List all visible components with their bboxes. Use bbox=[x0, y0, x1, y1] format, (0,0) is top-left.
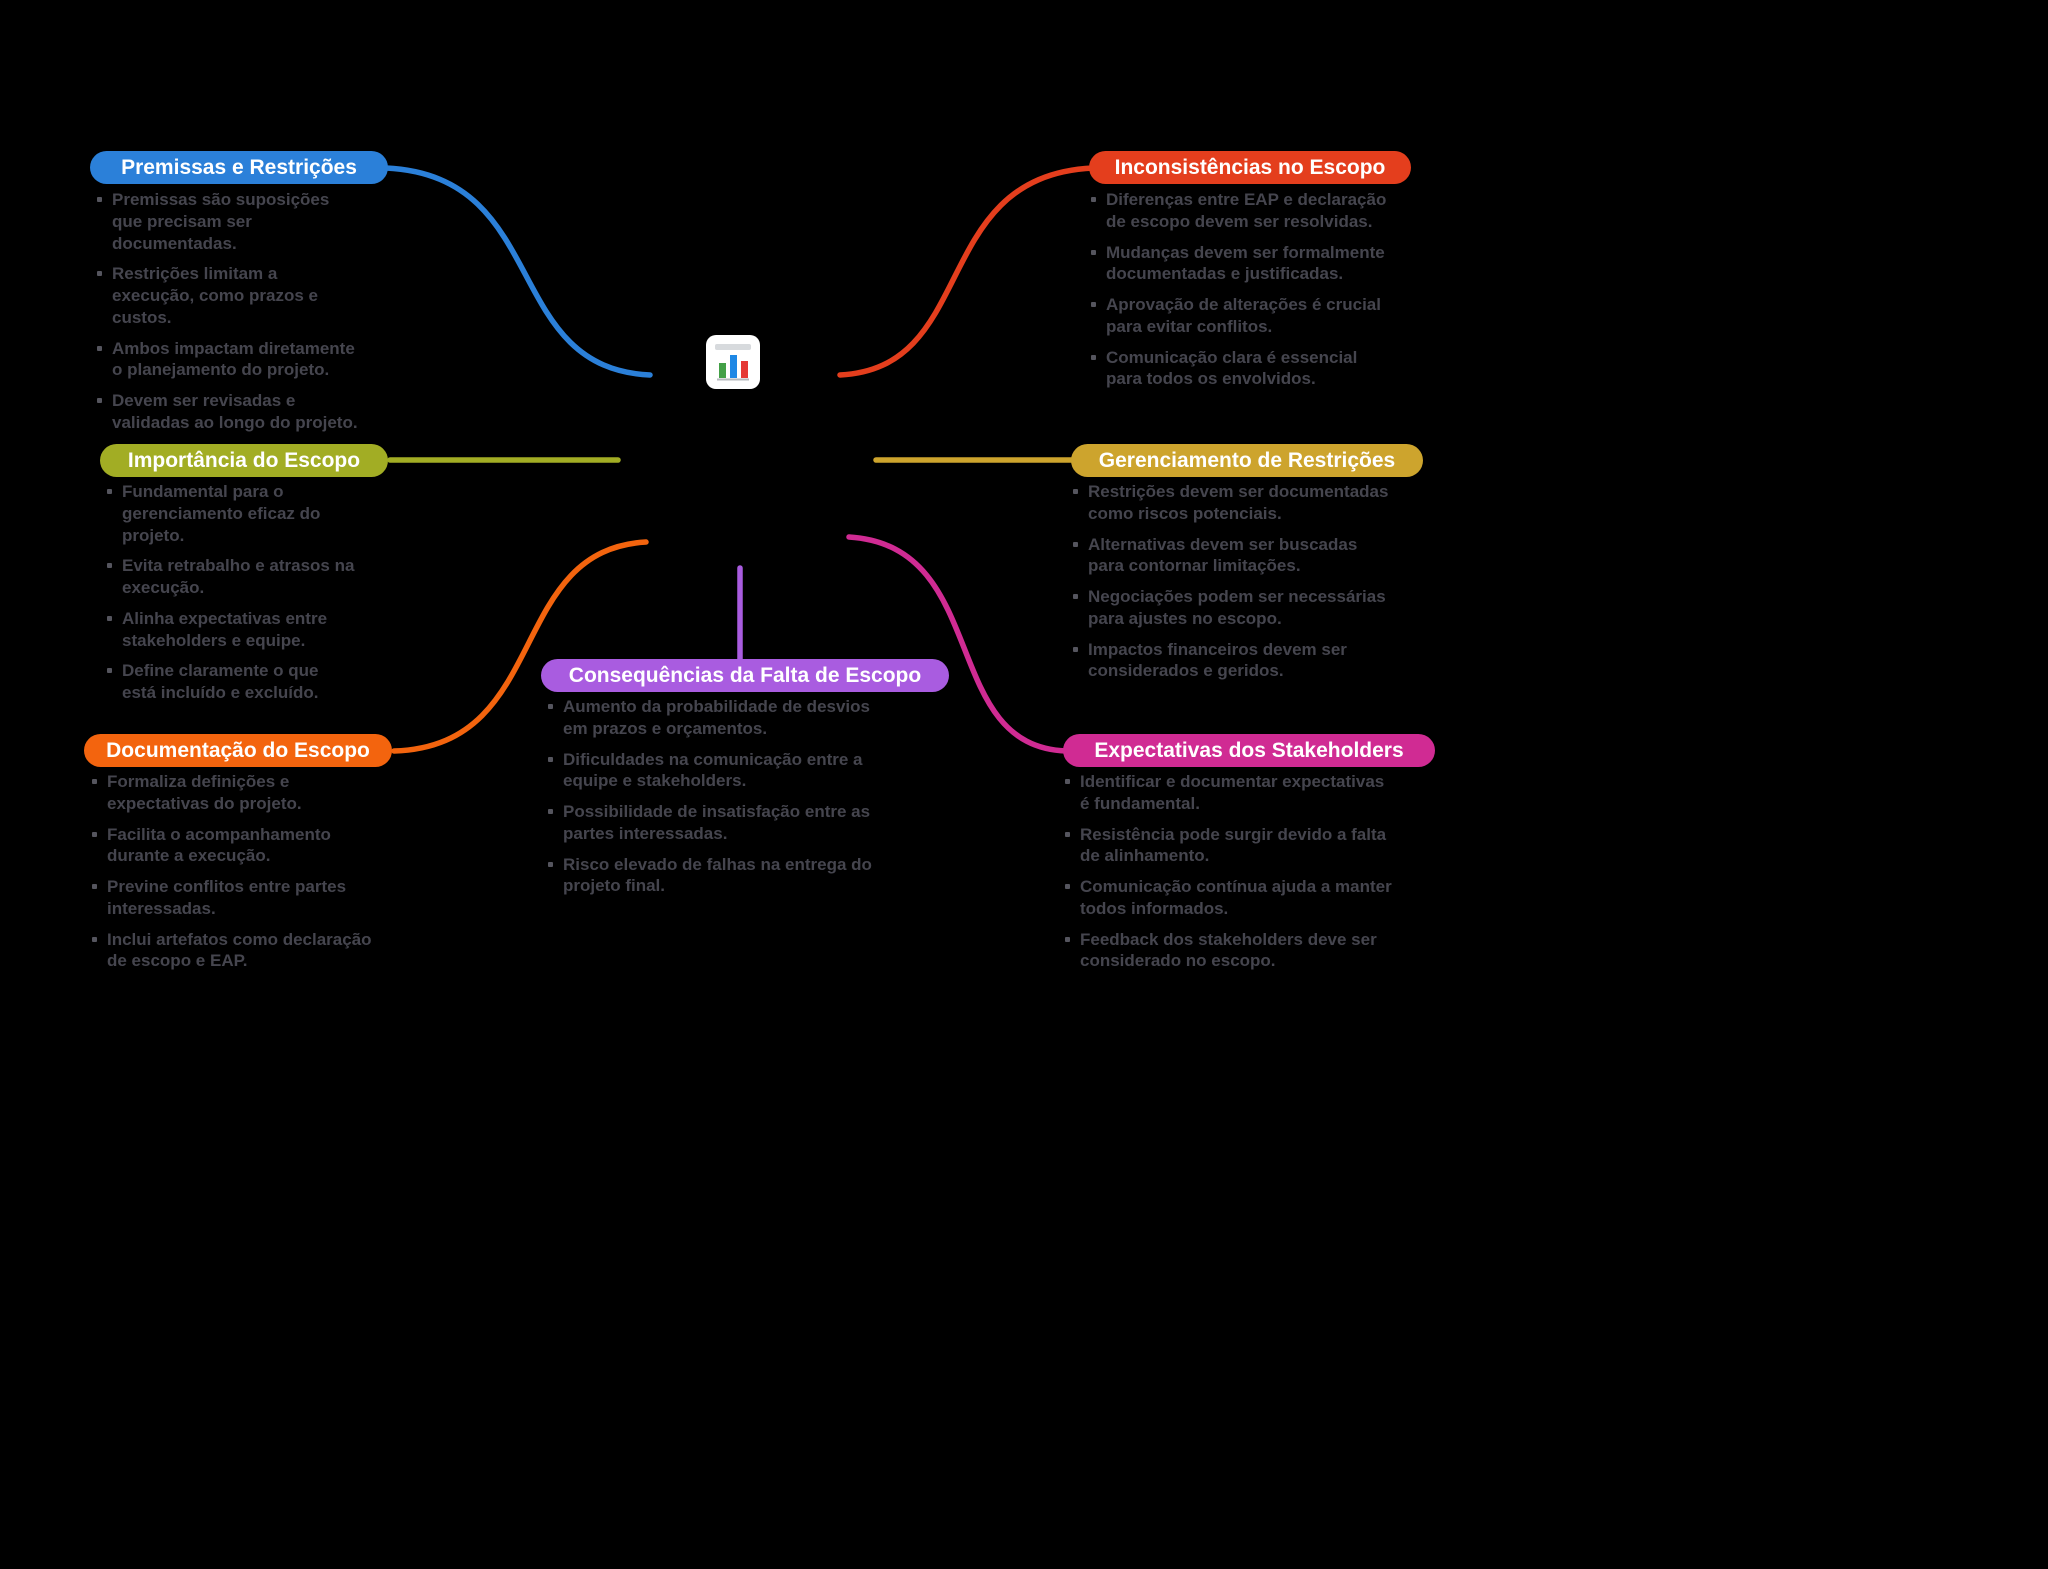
list-item: Previne conflitos entre partes interessa… bbox=[90, 876, 372, 920]
branch-node-importancia[interactable]: Importância do Escopo bbox=[100, 444, 388, 477]
connector-inconsistencias bbox=[837, 165, 1096, 378]
list-item: Impactos financeiros devem ser considera… bbox=[1071, 639, 1389, 683]
branch-list-importancia: Fundamental para o gerenciamento eficaz … bbox=[105, 481, 357, 713]
branch-list-consequencias: Aumento da probabilidade de desvios em p… bbox=[546, 696, 894, 906]
branch-node-premissas[interactable]: Premissas e Restrições bbox=[90, 151, 388, 184]
list-item: Diferenças entre EAP e declaração de esc… bbox=[1089, 189, 1391, 233]
list-item: Formaliza definições e expectativas do p… bbox=[90, 771, 372, 815]
list-item: Restrições limitam a execução, como praz… bbox=[95, 263, 363, 328]
list-item: Risco elevado de falhas na entrega do pr… bbox=[546, 854, 894, 898]
list-item: Aprovação de alterações é crucial para e… bbox=[1089, 294, 1391, 338]
list-item: Define claramente o que está incluído e … bbox=[105, 660, 357, 704]
list-item: Aumento da probabilidade de desvios em p… bbox=[546, 696, 894, 740]
bar-chart-icon-glyph bbox=[715, 344, 751, 381]
list-item: Evita retrabalho e atrasos na execução. bbox=[105, 555, 357, 599]
list-item: Dificuldades na comunicação entre a equi… bbox=[546, 749, 894, 793]
list-item: Possibilidade de insatisfação entre as p… bbox=[546, 801, 894, 845]
connector-documentacao bbox=[391, 539, 649, 754]
branch-node-expectativas[interactable]: Expectativas dos Stakeholders bbox=[1063, 734, 1435, 767]
branch-list-gerenciamento: Restrições devem ser documentadas como r… bbox=[1071, 481, 1389, 691]
list-item: Alternativas devem ser buscadas para con… bbox=[1071, 534, 1389, 578]
branch-list-expectativas: Identificar e documentar expectativas é … bbox=[1063, 771, 1395, 981]
list-item: Premissas são suposições que precisam se… bbox=[95, 189, 363, 254]
branch-node-gerenciamento[interactable]: Gerenciamento de Restrições bbox=[1071, 444, 1423, 477]
list-item: Resistência pode surgir devido a falta d… bbox=[1063, 824, 1395, 868]
list-item: Comunicação contínua ajuda a manter todo… bbox=[1063, 876, 1395, 920]
branch-list-premissas: Premissas são suposições que precisam se… bbox=[95, 189, 363, 443]
connector-expectativas bbox=[846, 534, 1069, 754]
list-item: Feedback dos stakeholders deve ser consi… bbox=[1063, 929, 1395, 973]
branch-list-inconsistencias: Diferenças entre EAP e declaração de esc… bbox=[1089, 189, 1391, 399]
bar-chart-icon bbox=[706, 335, 760, 389]
branch-node-inconsistencias[interactable]: Inconsistências no Escopo bbox=[1089, 151, 1411, 184]
list-item: Devem ser revisadas e validadas ao longo… bbox=[95, 390, 363, 434]
branch-node-consequencias[interactable]: Consequências da Falta de Escopo bbox=[541, 659, 949, 692]
list-item: Alinha expectativas entre stakeholders e… bbox=[105, 608, 357, 652]
list-item: Restrições devem ser documentadas como r… bbox=[1071, 481, 1389, 525]
branch-node-documentacao[interactable]: Documentação do Escopo bbox=[84, 734, 392, 767]
list-item: Mudanças devem ser formalmente documenta… bbox=[1089, 242, 1391, 286]
list-item: Identificar e documentar expectativas é … bbox=[1063, 771, 1395, 815]
list-item: Fundamental para o gerenciamento eficaz … bbox=[105, 481, 357, 546]
connector-premissas bbox=[383, 165, 653, 378]
list-item: Facilita o acompanhamento durante a exec… bbox=[90, 824, 372, 868]
branch-list-documentacao: Formaliza definições e expectativas do p… bbox=[90, 771, 372, 981]
list-item: Comunicação clara é essencial para todos… bbox=[1089, 347, 1391, 391]
list-item: Ambos impactam diretamente o planejament… bbox=[95, 338, 363, 382]
list-item: Inclui artefatos como declaração de esco… bbox=[90, 929, 372, 973]
list-item: Negociações podem ser necessárias para a… bbox=[1071, 586, 1389, 630]
